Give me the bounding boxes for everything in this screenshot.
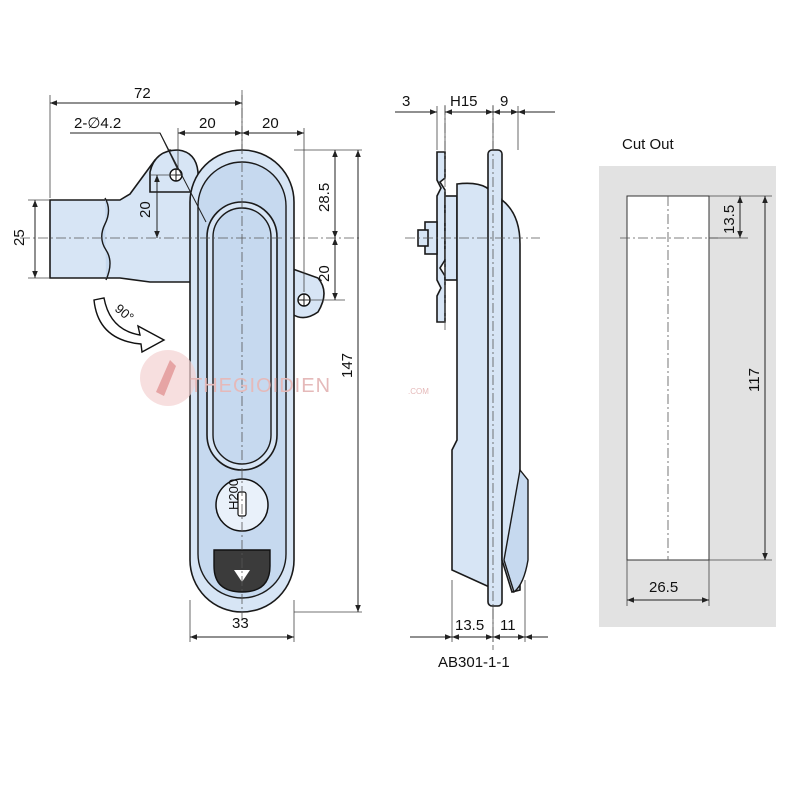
dim-body-width: 33	[232, 615, 249, 632]
cam-plate	[436, 151, 446, 323]
dim-right-spacing: 20	[262, 115, 279, 132]
dim-hole-offset-left: 20	[137, 201, 154, 218]
cutout-title: Cut Out	[622, 136, 675, 153]
dim-top-offset: 28.5	[316, 183, 333, 212]
rotation-arrow-icon	[93, 297, 166, 354]
dim-side-bottom-right: 11	[500, 617, 516, 634]
dim-cutout-width: 26.5	[649, 579, 678, 596]
dim-overall-width: 72	[134, 85, 151, 102]
side-flange	[487, 149, 503, 607]
watermark-suffix: .COM	[408, 387, 429, 396]
model-number: AB301-1-1	[438, 654, 510, 671]
dim-side-middle: H15	[450, 93, 478, 110]
dim-side-right: 9	[500, 93, 508, 110]
dim-handle-height: 25	[11, 229, 28, 246]
dim-cutout-top-offset: 13.5	[721, 205, 738, 234]
watermark: THEGIOIDIEN .COM	[140, 350, 429, 406]
rotation-label: 90°	[112, 301, 137, 325]
dim-hole-offset-right: 20	[316, 265, 333, 282]
dim-side-bottom-left: 13.5	[455, 617, 484, 634]
watermark-text: THEGIOIDIEN	[190, 375, 331, 397]
dim-cutout-height: 117	[746, 368, 763, 392]
front-view: H200 72 20 20 2-∅4.2 25 20	[11, 85, 362, 642]
bottom-lug	[289, 266, 325, 319]
side-view: 3 H15 9 13.5 11 AB301-1-1	[395, 93, 555, 671]
dim-hole-spec: 2-∅4.2	[74, 115, 121, 132]
dim-overall-height: 147	[339, 353, 356, 378]
lock-code-label: H200	[226, 479, 241, 510]
cutout-view: Cut Out 13.5 117 26.5	[599, 136, 776, 627]
dim-side-left: 3	[402, 93, 410, 110]
dim-left-spacing: 20	[199, 115, 216, 132]
